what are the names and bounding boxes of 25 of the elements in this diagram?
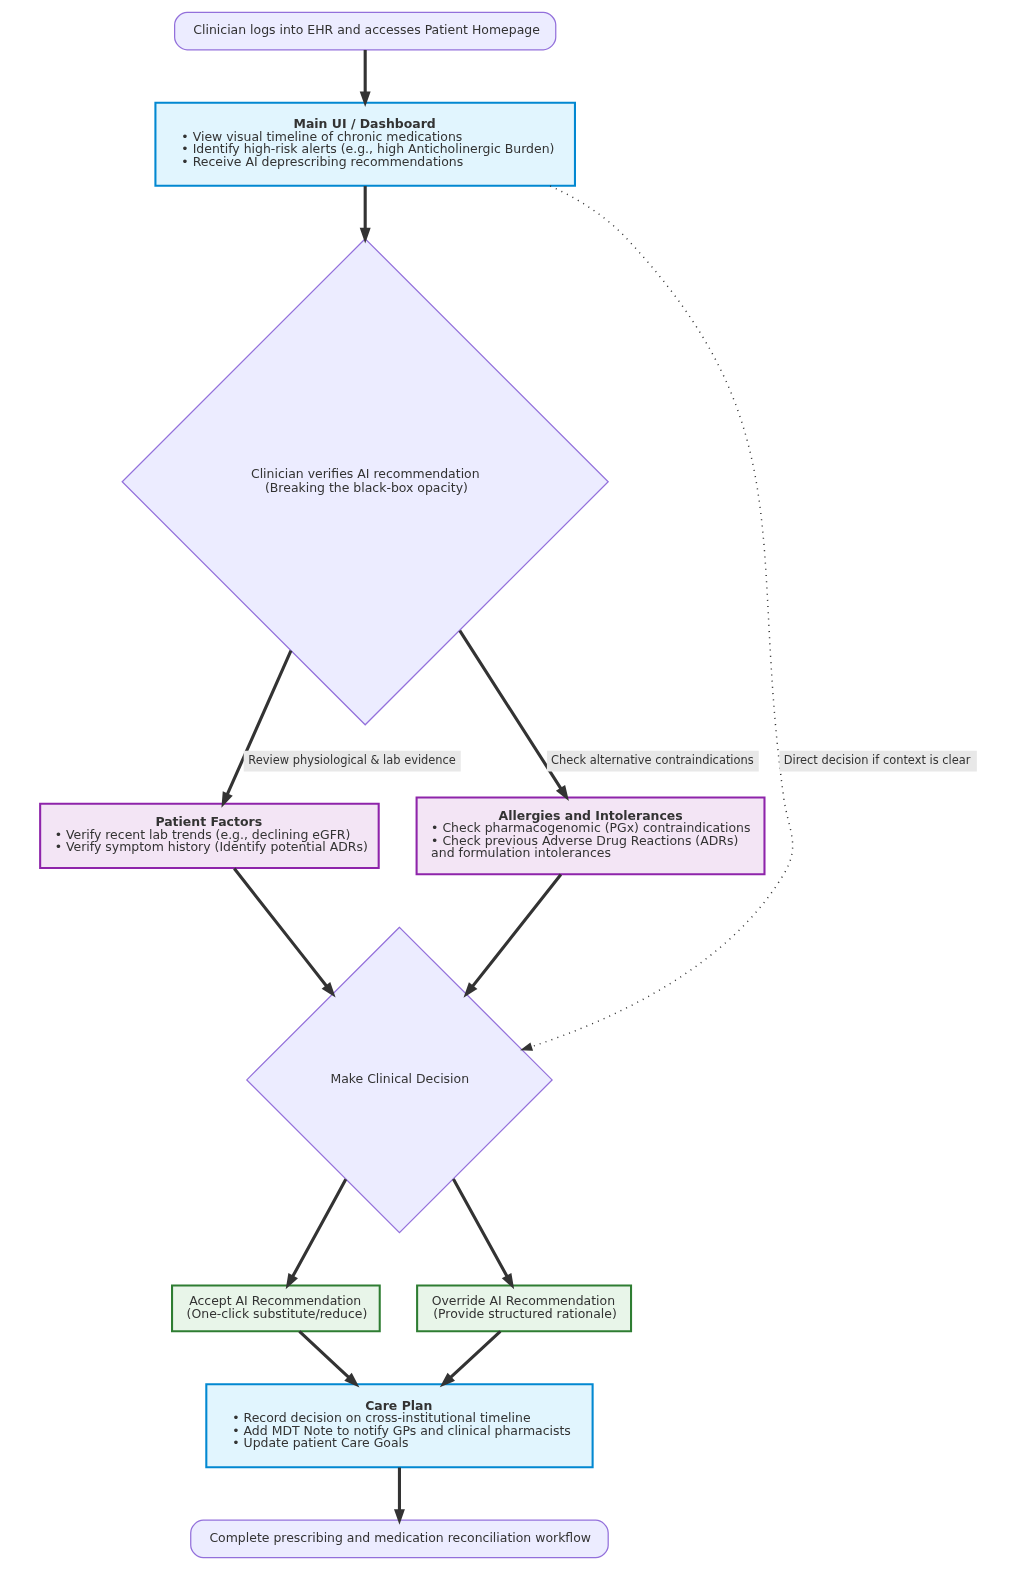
arrow bbox=[393, 1467, 405, 1525]
edge-label: Review physiological & lab evidence bbox=[247, 753, 456, 768]
edge-label: Direct decision if context is clear bbox=[783, 753, 970, 768]
arrow bbox=[220, 649, 292, 808]
arrow bbox=[519, 185, 793, 1051]
node-box: Override AI Recommendation (Provide structured rationale) bbox=[415, 1284, 632, 1333]
arrow bbox=[463, 873, 562, 998]
arrow bbox=[457, 629, 569, 802]
edge-label: Check alternative contraindications bbox=[550, 753, 754, 768]
node-box: Clinician logs into EHR and accesses Patient Homepage bbox=[173, 11, 556, 51]
arrow bbox=[451, 1178, 514, 1290]
node-box: Main UI / Dashboard • View visual timeline of chronic medications • Identify high-risk alerts (e.g., high Anticholinergic Burden) • Receive AI deprescribing recommendations bbox=[153, 101, 576, 187]
node-box: Complete prescribing and medication reconciliation workflow bbox=[189, 1519, 609, 1559]
node-box: Patient Factors • Verify recent lab trends (e.g., declining eGFR) • Verify symptom history (Identify potential ADRs) bbox=[38, 802, 380, 870]
arrow bbox=[359, 186, 371, 244]
arrow bbox=[285, 1178, 347, 1290]
arrow bbox=[232, 867, 336, 998]
arrow bbox=[359, 49, 371, 108]
node-diamond: Clinician verifies AI recommendation (Breaking the black-box opacity) bbox=[120, 237, 609, 726]
arrow bbox=[439, 1330, 501, 1388]
node-box: Care Plan • Record decision on cross-institutional timeline • Add MDT Note to notify GPs and clinical pharmacists • Update patient Care Goals bbox=[204, 1383, 594, 1469]
node-diamond: Make Clinical Decision bbox=[245, 926, 553, 1234]
arrow bbox=[297, 1330, 359, 1388]
node-box: Accept AI Recommendation (One-click substitute/reduce) bbox=[170, 1284, 381, 1333]
node-box: Allergies and Intolerances • Check pharmacogenomic (PGx) contraindications • Check previous Adverse Drug Reactions (ADRs) and formulation intolerances bbox=[415, 796, 765, 876]
